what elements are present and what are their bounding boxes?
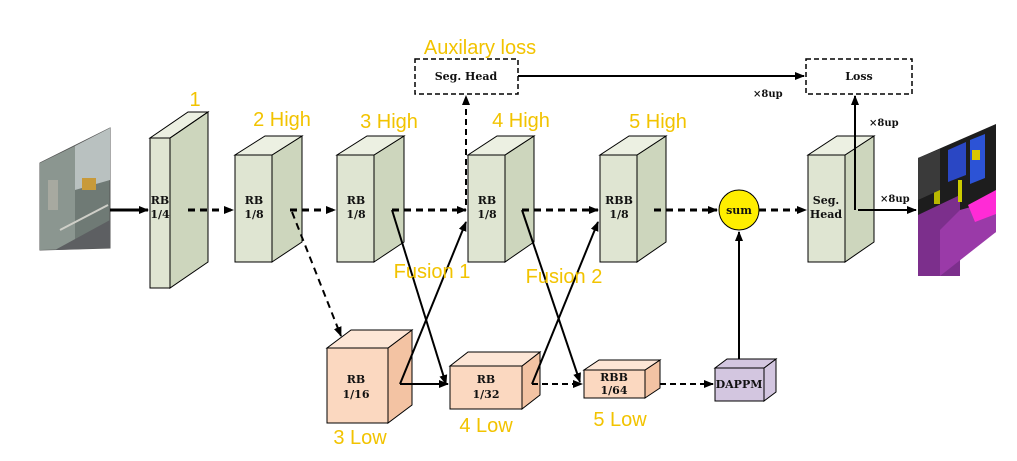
stage-label-3-high: 3 High xyxy=(360,111,418,133)
arrow-rb2-rb3l xyxy=(291,211,342,337)
fusion-1-label: Fusion 1 xyxy=(394,261,471,283)
arrow-rb3h-rb4l xyxy=(391,209,448,385)
aux-seg-head-label: Seg. Head xyxy=(435,70,498,83)
block-rbb-5l-scale: 1/64 xyxy=(601,384,628,397)
stage-label-4-high: 4 High xyxy=(492,110,550,132)
output-image xyxy=(918,124,996,276)
fusion-2-label: Fusion 2 xyxy=(526,266,603,288)
block-rb-4l-title: RB xyxy=(477,373,495,386)
block-rbb-5-high: RBB 1/8 xyxy=(598,135,668,263)
upsample-note-main: ×8up xyxy=(869,118,899,129)
block-rb-3h-title: RB xyxy=(347,194,365,207)
arrow-rb3l-rb4h xyxy=(399,221,467,385)
arrow-rb4h-rbb5l xyxy=(521,209,581,383)
loss-label: Loss xyxy=(845,70,872,83)
block-seg-head-subtitle: Head xyxy=(810,208,843,221)
sum-label: sum xyxy=(726,204,752,217)
input-image xyxy=(39,127,111,251)
upsample-note-aux: ×8up xyxy=(753,89,783,100)
block-rb-4h-title: RB xyxy=(478,194,496,207)
block-rb-3h-scale: 1/8 xyxy=(346,208,366,221)
upsample-notes: ×8up ×8up ×8up xyxy=(753,89,910,205)
loss-box: Loss xyxy=(805,58,913,95)
block-rb-2-scale: 1/8 xyxy=(244,208,264,221)
stage-label-1: 1 xyxy=(189,89,200,111)
stage-labels: 1 2 High 3 High 4 High 5 High 3 Low 4 Lo… xyxy=(189,37,686,449)
block-rb-4l-scale: 1/32 xyxy=(473,388,500,401)
block-rbb-5h-scale: 1/8 xyxy=(609,208,629,221)
block-rb-2-high: RB 1/8 xyxy=(233,135,304,263)
aux-seg-head-box: Seg. Head xyxy=(414,58,519,95)
block-seg-head-title: Seg. xyxy=(813,194,839,207)
block-rbb-5l-title: RBB xyxy=(600,371,628,384)
arrow-rb4l-rbb5h xyxy=(531,221,599,385)
block-rb-1-4-scale: 1/4 xyxy=(150,208,170,221)
dappm-label: DAPPM xyxy=(716,378,763,391)
stage-label-3-low: 3 Low xyxy=(333,427,387,449)
stage-label-2-high: 2 High xyxy=(253,109,311,131)
block-rb-4-high: RB 1/8 xyxy=(466,135,536,263)
auxiliary-loss-label: Auxilary loss xyxy=(424,37,536,59)
block-seg-head: Seg. Head xyxy=(806,135,876,263)
block-rb-4h-scale: 1/8 xyxy=(477,208,497,221)
stage-label-5-low: 5 Low xyxy=(593,409,647,431)
stage-label-5-high: 5 High xyxy=(629,111,687,133)
block-rb-4-low: RB 1/32 xyxy=(448,350,542,411)
sum-node: sum xyxy=(718,189,760,231)
block-rb-1-4: RB 1/4 xyxy=(148,111,210,289)
dappm-block: DAPPM xyxy=(713,358,778,402)
block-rbb-5-low: RBB 1/64 xyxy=(582,359,662,399)
block-rb-3l-scale: 1/16 xyxy=(343,388,370,401)
upsample-note-output: ×8up xyxy=(880,194,910,205)
stage-label-4-low: 4 Low xyxy=(459,415,513,437)
block-rb-3-low: RB 1/16 xyxy=(325,329,414,424)
block-rb-1-4-title: RB xyxy=(151,194,169,207)
block-rb-3l-title: RB xyxy=(347,373,365,386)
block-rbb-5h-title: RBB xyxy=(605,194,633,207)
connections xyxy=(110,72,917,388)
block-rb-2-title: RB xyxy=(245,194,263,207)
block-rb-3-high: RB 1/8 xyxy=(335,135,406,263)
